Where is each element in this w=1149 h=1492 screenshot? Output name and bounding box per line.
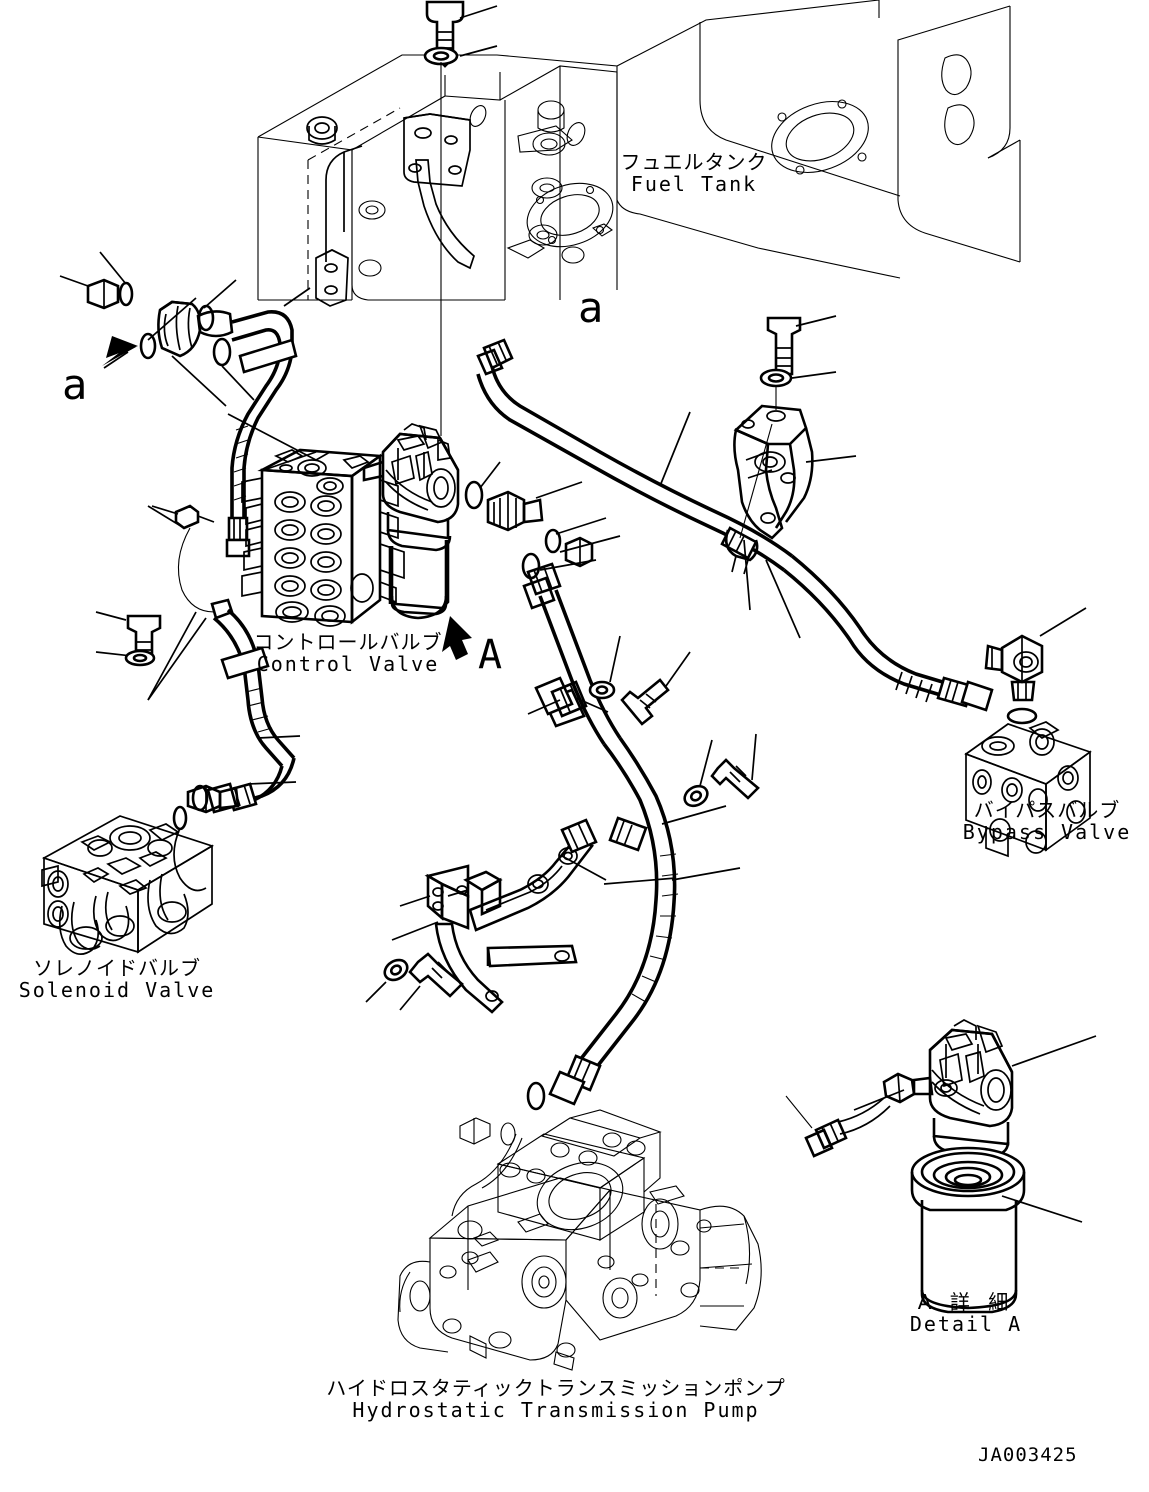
detail-a-assembly xyxy=(785,1019,1097,1314)
centre-mount-bracket xyxy=(391,818,677,1014)
main-filter-assembly xyxy=(362,423,501,620)
detail-a-label-en: Detail A xyxy=(909,1312,1023,1336)
leader-lines-top xyxy=(459,5,498,57)
control-valve-label-en: Control Valve xyxy=(256,652,440,676)
fuel-tank-label-jp: フュエルタンク xyxy=(620,150,768,174)
solenoid-valve-label-jp: ソレノイドバルブ xyxy=(33,956,201,980)
bypass-valve-label-jp: バイパスバルブ xyxy=(973,798,1121,822)
solenoid-valve-label-en: Solenoid Valve xyxy=(18,978,216,1002)
left-fitting-group xyxy=(86,278,255,407)
bypass-valve-assembly xyxy=(964,607,1092,858)
fuel-tank-label-en: Fuel Tank xyxy=(630,172,758,196)
section-arrow-a-left xyxy=(102,336,138,369)
detail-a-label-jp: A 詳 細 xyxy=(917,1290,1015,1314)
hose-centre-to-pump xyxy=(522,562,741,1111)
hose-left-upper xyxy=(225,310,298,558)
mid-right-fitting-cluster xyxy=(486,481,621,580)
section-mark-a-left: a xyxy=(62,360,88,409)
control-valve-block xyxy=(95,413,405,701)
hst-pump-assembly xyxy=(397,1109,762,1371)
mid-bolt-cluster xyxy=(588,635,760,808)
bolt-washer-left-lower xyxy=(124,614,162,667)
control-valve-label-jp: コントロールバルブ xyxy=(253,630,443,654)
fuel-tank-assembly xyxy=(257,0,1021,307)
hose-top-right-long xyxy=(476,338,994,712)
bypass-valve-label-en: Bypass Valve xyxy=(962,820,1132,844)
detail-callout-label-a: A xyxy=(478,632,503,678)
section-mark-a-upper: a xyxy=(578,283,604,332)
hst-pump-label-jp: ハイドロスタティックトランスミッションポンプ xyxy=(326,1376,786,1400)
drawing-number: JA003425 xyxy=(978,1444,1078,1466)
misc-leaders xyxy=(59,251,317,701)
hst-pump-label-en: Hydrostatic Transmission Pump xyxy=(352,1398,760,1422)
bracket-bolt-washer xyxy=(365,952,464,1011)
detail-callout-arrow-a xyxy=(442,616,472,660)
solenoid-valve-assembly xyxy=(41,784,240,955)
hose-bracket-upper-right xyxy=(724,315,857,575)
